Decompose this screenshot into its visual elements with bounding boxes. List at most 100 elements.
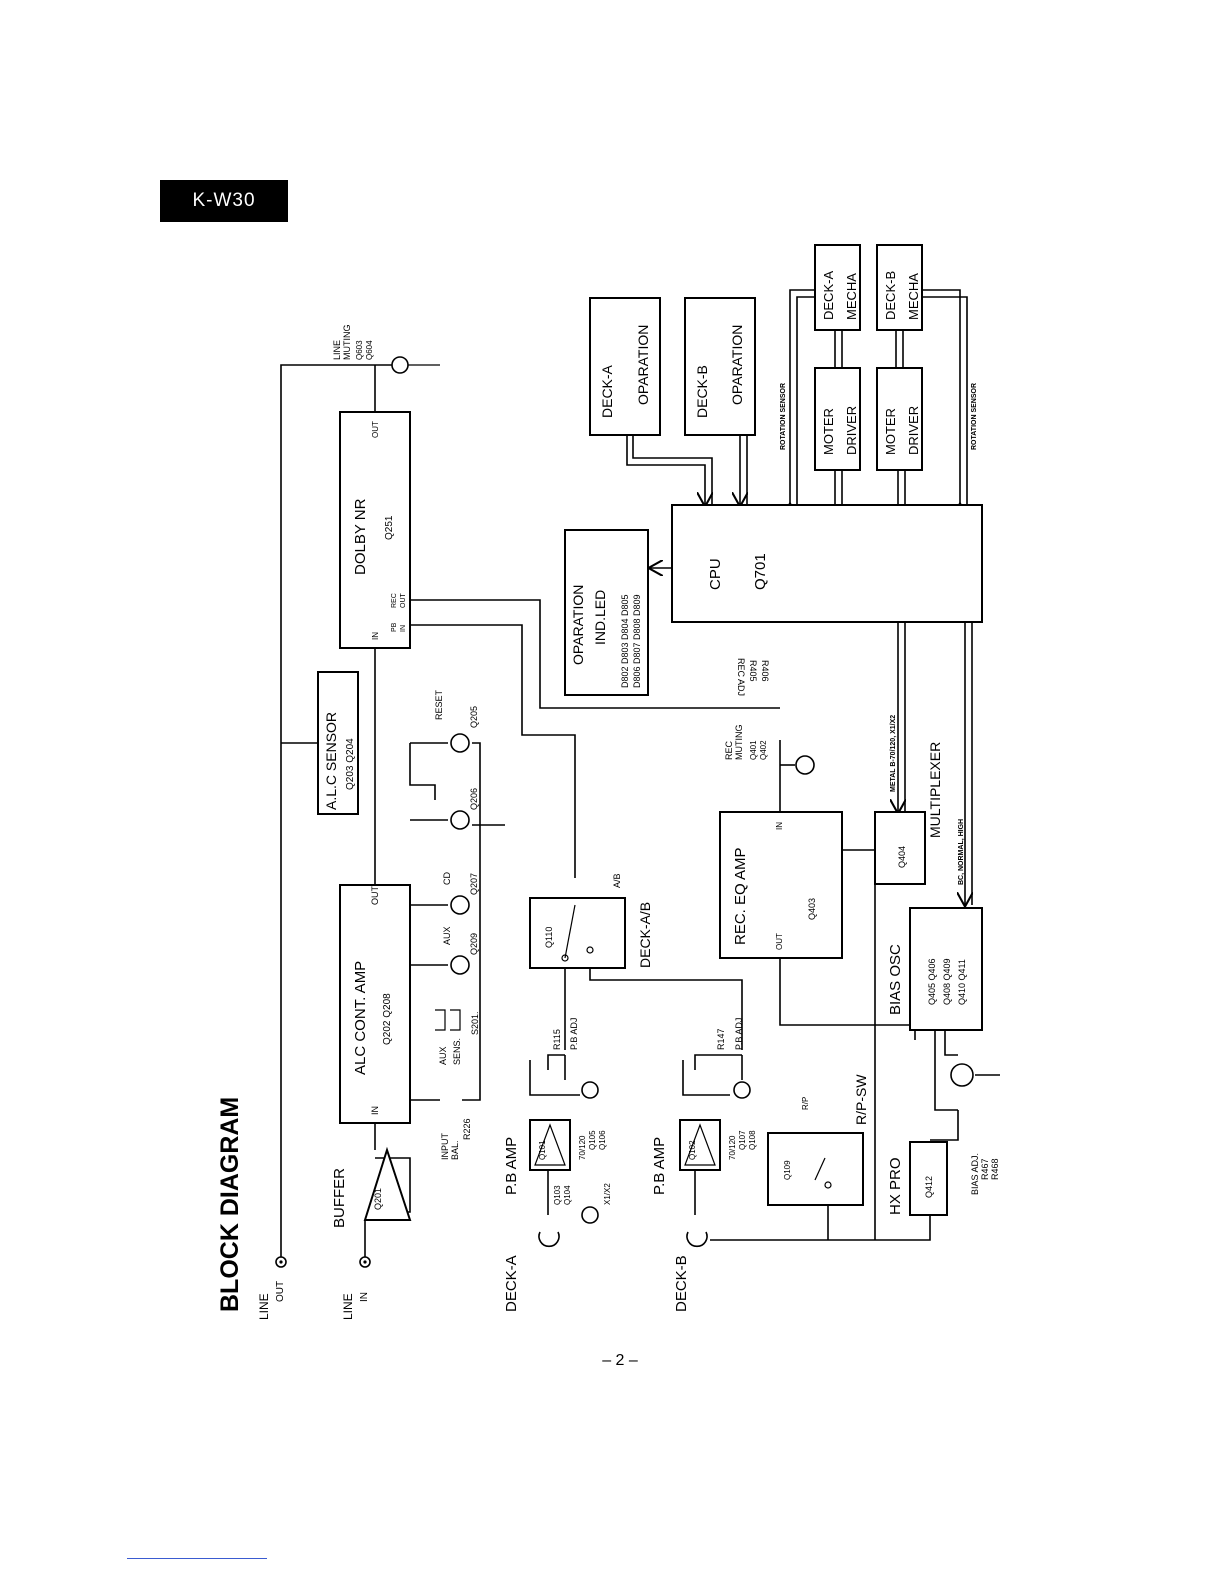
svg-text:RESET: RESET (434, 689, 444, 720)
svg-text:Q203 Q204: Q203 Q204 (345, 738, 356, 790)
svg-text:Q404: Q404 (897, 846, 907, 868)
deck-b-mecha-block: DECK-B MECHA (876, 244, 923, 331)
svg-text:R115: R115 (552, 1029, 562, 1050)
svg-text:LINE: LINE (332, 340, 342, 360)
svg-text:P.B AMP: P.B AMP (503, 1137, 520, 1195)
rotation-sensor-label-a: ROTATION SENSOR (780, 383, 787, 450)
svg-text:Q108: Q108 (748, 1130, 757, 1150)
svg-text:Q402: Q402 (759, 740, 768, 760)
svg-text:DRIVER: DRIVER (844, 406, 859, 455)
pb-amp-a-block: Q101 P.B AMP Q103 Q104 X1/X2 70/120 Q105… (503, 1018, 612, 1224)
svg-text:IN: IN (775, 822, 784, 830)
svg-text:MECHA: MECHA (844, 273, 859, 320)
pb-amp-b-block: Q102 P.B AMP 70/120 Q107 Q108 R147 P.B A… (651, 1018, 757, 1195)
svg-text:AUX: AUX (442, 926, 452, 945)
deck-ab-switch-block: Q110 DECK-A/B A/B (529, 873, 653, 969)
svg-text:REC. EQ AMP: REC. EQ AMP (732, 847, 749, 945)
svg-text:P.B ADJ: P.B ADJ (569, 1018, 579, 1050)
svg-text:R/P-SW: R/P-SW (853, 1074, 869, 1125)
svg-text:Q103: Q103 (553, 1185, 562, 1205)
svg-text:DECK-B: DECK-B (883, 271, 898, 320)
motor-driver-a-block: MOTER DRIVER (814, 367, 861, 471)
bias-adj: BIAS ADJ. R467 R468 (950, 1063, 1000, 1195)
svg-text:Q603: Q603 (355, 340, 364, 360)
svg-text:PB: PB (391, 622, 398, 632)
svg-text:Q251: Q251 (384, 515, 395, 540)
svg-text:OPARATION: OPARATION (570, 585, 586, 665)
svg-text:MECHA: MECHA (906, 273, 921, 320)
svg-text:Q110: Q110 (544, 927, 554, 948)
line-out-terminal: LINE OUT (257, 1256, 287, 1320)
svg-text:R147: R147 (716, 1028, 726, 1050)
svg-text:70/120: 70/120 (728, 1135, 737, 1160)
svg-text:Q701: Q701 (752, 553, 769, 590)
svg-text:Q109: Q109 (783, 1160, 792, 1180)
svg-text:X1/X2: X1/X2 (603, 1183, 612, 1205)
svg-text:Q206: Q206 (469, 788, 479, 810)
svg-text:DECK-A/B: DECK-A/B (637, 902, 653, 968)
rec-adj: REC ADJ R405 R406 (736, 658, 770, 696)
svg-text:A/B: A/B (612, 873, 622, 888)
svg-text:Q107: Q107 (738, 1130, 747, 1150)
svg-text:OUT: OUT (400, 593, 407, 609)
rp-switch-block: Q109 R/P R/P-SW (767, 1074, 869, 1206)
svg-text:IN: IN (359, 1292, 370, 1302)
svg-text:OUT: OUT (371, 421, 380, 438)
svg-text:R468: R468 (990, 1158, 1000, 1180)
svg-text:DECK-B: DECK-B (673, 1255, 690, 1312)
svg-text:Q209: Q209 (469, 933, 479, 955)
svg-text:Q205: Q205 (469, 706, 479, 728)
deck-b-operation-block: DECK-B OPARATION (684, 297, 756, 436)
svg-text:DECK-A: DECK-A (503, 1255, 520, 1312)
svg-text:LINE: LINE (257, 1293, 271, 1320)
svg-text:IN: IN (371, 632, 380, 640)
svg-text:REC: REC (391, 593, 398, 608)
alc-cont-amp-block: ALC CONT. AMP Q202 Q208 IN OUT (339, 884, 411, 1124)
page-number: – 2 – (602, 1352, 638, 1369)
svg-text:HX PRO: HX PRO (887, 1157, 904, 1215)
svg-text:OPARATION: OPARATION (729, 325, 745, 405)
svg-text:SENS.: SENS. (452, 1038, 462, 1065)
svg-text:A.L.C SENSOR: A.L.C SENSOR (323, 712, 339, 810)
svg-text:Q604: Q604 (365, 340, 374, 360)
svg-text:Q104: Q104 (563, 1185, 572, 1205)
svg-text:S201.: S201. (470, 1011, 480, 1035)
svg-text:DOLBY NR: DOLBY NR (352, 498, 369, 575)
svg-text:Q105: Q105 (588, 1130, 597, 1150)
deck-a-operation-block: DECK-A OPARATION (589, 297, 661, 436)
svg-text:IN: IN (400, 625, 407, 632)
svg-text:DECK-A: DECK-A (821, 271, 836, 320)
svg-text:Q403: Q403 (807, 898, 817, 920)
svg-text:Q401: Q401 (749, 740, 758, 760)
svg-text:CD: CD (442, 872, 452, 885)
svg-text:REC ADJ: REC ADJ (736, 658, 746, 696)
svg-text:AUX: AUX (438, 1046, 448, 1065)
svg-text:DRIVER: DRIVER (906, 406, 921, 455)
svg-text:MULTIPLEXER: MULTIPLEXER (927, 742, 943, 838)
svg-text:MUTING: MUTING (734, 725, 744, 761)
hx-pro-block: Q412 HX PRO (887, 1141, 948, 1216)
svg-text:R405: R405 (748, 660, 758, 682)
svg-text:Q207: Q207 (469, 873, 479, 895)
alc-switch-transistors: RESET Q205 Q206 CD Q207 AUX Q209 AUX SEN… (434, 689, 480, 1160)
svg-text:INPUT: INPUT (440, 1132, 450, 1160)
svg-text:Q106: Q106 (598, 1130, 607, 1150)
buffer-block: Q201 BUFFER (331, 1146, 412, 1228)
svg-text:MOTER: MOTER (883, 408, 898, 455)
svg-text:LINE: LINE (341, 1293, 355, 1320)
svg-text:BAL.: BAL. (450, 1140, 460, 1160)
svg-text:P.B AMP: P.B AMP (651, 1137, 668, 1195)
svg-text:Q101: Q101 (538, 1140, 547, 1160)
svg-text:MOTER: MOTER (821, 408, 836, 455)
svg-text:REC: REC (724, 740, 734, 760)
svg-text:MUTING: MUTING (342, 325, 352, 361)
svg-text:R406: R406 (760, 660, 770, 682)
dolby-nr-block: DOLBY NR Q251 IN PB IN REC OUT OUT (339, 411, 411, 649)
rec-eq-amp-block: REC. EQ AMP Q403 IN OUT (719, 811, 843, 959)
svg-text:CPU: CPU (707, 558, 724, 590)
svg-text:BC, NORMAL, HIGH: BC, NORMAL, HIGH (958, 819, 965, 885)
svg-text:BIAS ADJ.: BIAS ADJ. (970, 1153, 980, 1195)
svg-text:Q412: Q412 (924, 1176, 934, 1198)
deck-b-input: DECK-B (673, 1231, 708, 1312)
